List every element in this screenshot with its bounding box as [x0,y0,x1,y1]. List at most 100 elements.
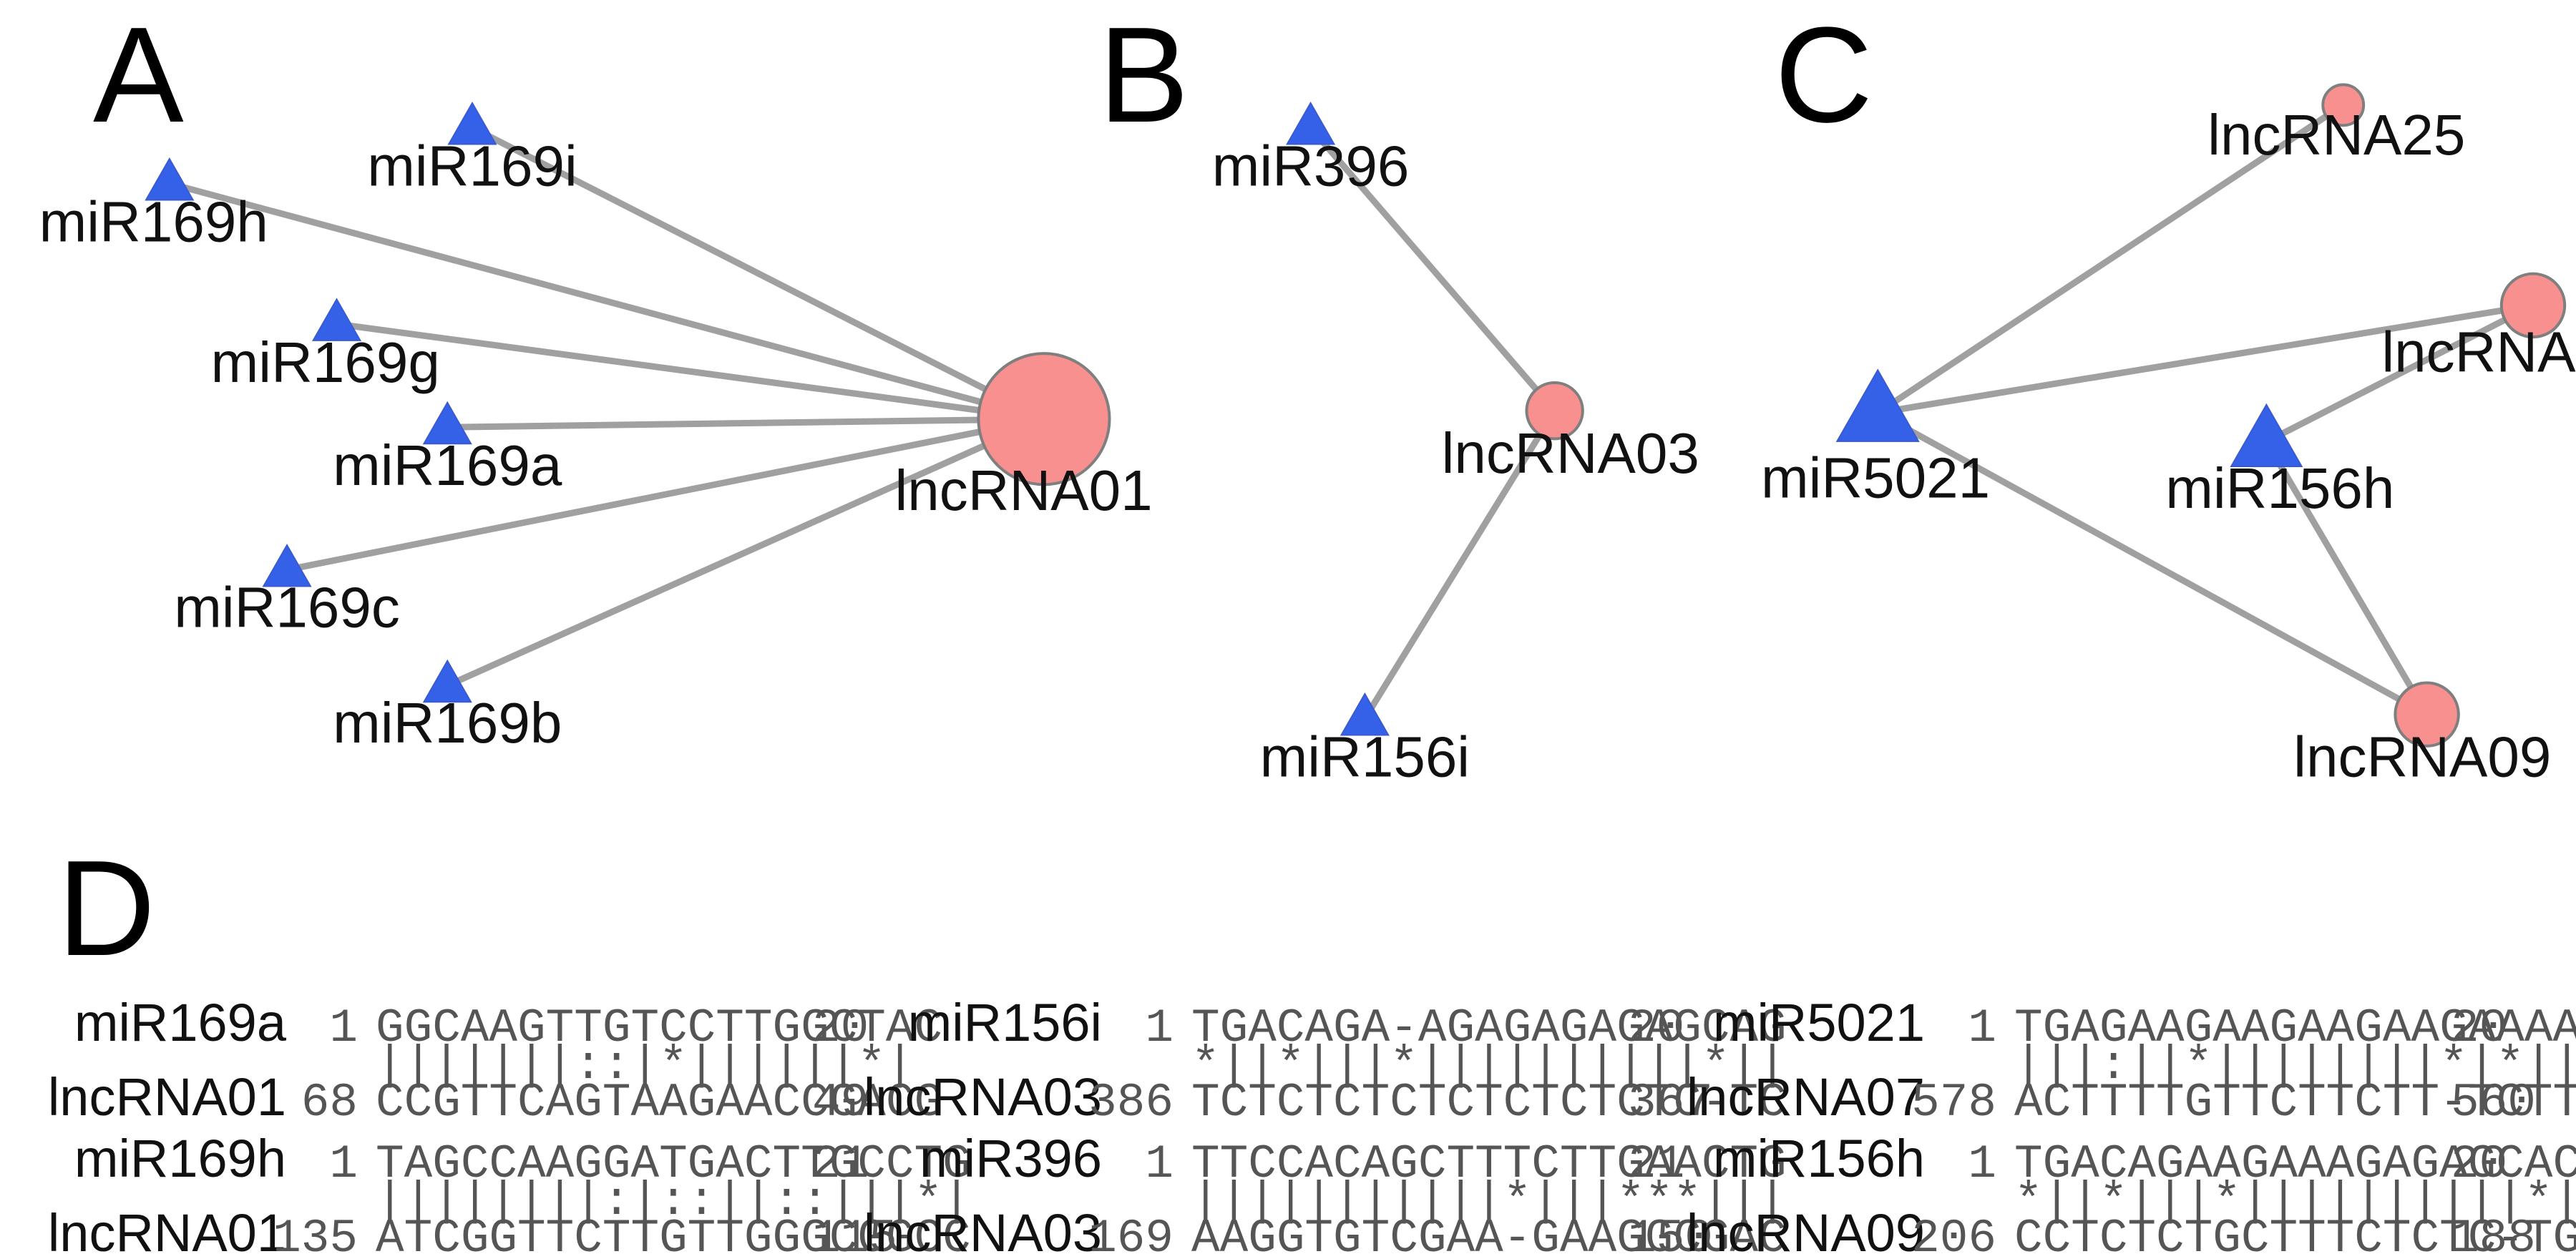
mirna-node-miR156i [1340,692,1390,736]
network-b-edges [1308,125,1558,720]
node-label-miR169a: miR169a [333,433,562,497]
network-c-edges [1875,102,2535,717]
alignment-mirna-name: miR169h [74,1129,286,1188]
alignment-mirna-name: miR156i [908,993,1102,1052]
alignment-mirna-start: 1 [1968,1001,1996,1055]
alignment-mirna-start: 1 [329,1137,358,1191]
alignment-lncrna-name: lncRNA01 [48,1067,286,1127]
node-label-miR396: miR396 [1212,134,1410,197]
edge-miR5021-lncRNA25 [1875,102,2346,416]
alignment-mirna-start: 1 [1968,1137,1996,1191]
alignment-mirna-end: 20 [812,1001,869,1055]
alignment-match-line: |||||||::|*||||||*| [376,1039,914,1092]
mirna-node-miR169b [422,659,472,703]
alignment-lncrna-end: 560 [2451,1076,2536,1130]
alignment-lncrna-start: 135 [273,1212,358,1259]
alignment-lncrna-end: 150 [1628,1212,1713,1259]
alignment-lncrna-seq: CCGTTCAGTAAGAACCGACG [376,1076,942,1130]
alignment-mirna-start: 1 [1145,1137,1174,1191]
node-label-miR156h: miR156h [2165,456,2394,520]
edge-miR169h-lncRNA01 [168,180,1045,423]
edge-miR169g-lncRNA01 [336,320,1045,423]
panel-letter-b: B [1098,0,1189,151]
alignment-lncrna-end: 367 [1628,1076,1713,1130]
edge-miR5021-lncRNA09 [1876,410,2429,717]
alignment-mirna-end: 20 [1628,1001,1684,1055]
edge-miR156h-lncRNA09 [2263,440,2430,716]
alignment-lncrna-seq: CCTCTCTGCTTTCTCTC-TG [2014,1212,2576,1259]
edge-miR156h-lncRNA07 [2265,302,2535,445]
lncrna-node-lncRNA03 [1525,381,1584,441]
panel-letter-c: C [1775,0,1873,151]
network-a-nodes: miR169i miR169h miR169g miR169a miR169c miR16… [39,102,1153,755]
network-panel-c: lncRNA25 lncRNA07 miR5021 miR156h lncRNA09 [1761,83,2576,788]
node-label-miR169g: miR169g [211,330,440,394]
network-a-edges [168,124,1045,689]
alignment-mirna-seq: TTCCACAGCTTTCTTGAACTG [1191,1137,1787,1191]
node-label-miR5021: miR5021 [1761,446,1990,509]
alignment-lncrna-end: 188 [2451,1212,2536,1259]
alignment-mirna-seq: TGACAGAAGAAAGAGAGCAC [2014,1137,2576,1191]
alignment-mirna-start: 1 [329,1001,358,1055]
mirna-node-miR396 [1286,102,1336,145]
node-label-miR169b: miR169b [333,691,562,755]
edge-miR169c-lncRNA01 [286,416,1045,573]
alignment-lncrna-start: 386 [1088,1076,1174,1130]
network-c-nodes: lncRNA25 lncRNA07 miR5021 miR156h lncRNA09 [1761,83,2576,788]
alignment-mirna-start: 1 [1145,1001,1174,1055]
network-panel-a: miR169i miR169h miR169g miR169a miR169c miR16… [39,102,1153,755]
alignment-mirna-seq: GGCAAGTTGTCCTTGGCTAC [376,1001,942,1055]
alignment-mirna-seq: TAGCCAAGGATGACTTGCCTG [376,1137,971,1191]
lncrna-node-lncRNA25 [2321,83,2366,127]
alignment-mirna-name: miR156h [1713,1129,1925,1188]
alignment-lncrna-start: 578 [1911,1076,1996,1130]
edge-miR396-lncRNA03 [1308,125,1558,413]
mirna-node-miR169c [262,544,312,587]
lncrna-node-lncRNA09 [2394,681,2460,748]
alignment-lncrna-seq: ATCGGTTCTTGTTGGGCGGCC [376,1212,971,1259]
node-label-miR156i: miR156i [1260,725,1470,788]
alignment-mirna-name: miR396 [919,1129,1102,1188]
mirna-node-miR169a [422,401,472,445]
alignment-lncrna-name: lncRNA03 [864,1203,1102,1259]
panel-letter-a: A [93,0,184,151]
alignment-match-line: |||:||*||||||||*|*|| [2014,1039,2576,1092]
node-label-miR169i: miR169i [367,134,577,197]
edge-miR5021-lncRNA07 [1877,302,2534,416]
alignment-match-line: |||||||||||*|||***||| [1191,1175,1787,1228]
node-label-lncRNA25: lncRNA25 [2207,103,2465,167]
node-label-lncRNA09: lncRNA09 [2293,725,2551,788]
node-label-lncRNA01: lncRNA01 [894,459,1152,522]
alignment-lncrna-start: 169 [1088,1212,1174,1259]
node-label-lncRNA07: lncRNA07 [2381,320,2576,383]
alignment-mirna-name: miR5021 [1713,993,1925,1052]
node-label-miR169c: miR169c [174,575,400,639]
lncrna-node-lncRNA07 [2499,272,2567,339]
alignment-lncrna-end: 115 [812,1212,897,1259]
edge-miR156i-lncRNA03 [1362,408,1558,720]
node-label-miR169h: miR169h [39,190,268,253]
edge-miR169a-lncRNA01 [447,416,1045,431]
alignment-mirna-end: 20 [2451,1001,2507,1055]
alignment-lncrna-name: lncRNA03 [864,1067,1102,1127]
mirna-node-miR169h [145,157,195,201]
alignment-lncrna-name: lncRNA01 [48,1203,286,1259]
alignment-match-line: *||*|||*||||||||||*|| [1191,1039,1787,1092]
edge-miR169b-lncRNA01 [446,416,1045,689]
mirna-node-miR156h [2230,403,2303,467]
alignment-lncrna-name: lncRNA07 [1687,1067,1925,1127]
alignment-mirna-end: 20 [2451,1137,2507,1191]
alignment-lncrna-seq: TCTCTCTCTCTCTCTCTC-TC [1191,1076,1787,1130]
mirna-node-miR169g [311,298,362,341]
alignment-match-line: *||*|||*||||||||||*|| [2014,1175,2576,1228]
alignment-lncrna-start: 206 [1911,1212,1996,1259]
alignment-lncrna-seq: ACTTTTGTTCTTCTT-TCTT [2014,1076,2576,1130]
